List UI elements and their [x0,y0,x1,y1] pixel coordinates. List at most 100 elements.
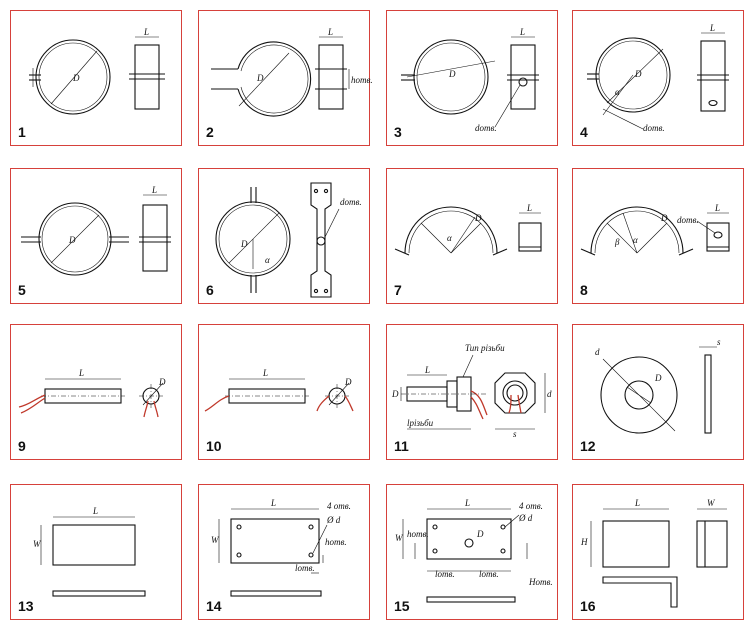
label-dh: dотв. [677,215,699,225]
label-h: hотв. [325,537,347,547]
panel-number: 7 [394,282,402,298]
label-dh: dотв. [475,123,497,133]
panel-2: D L hотв. 2 [198,10,373,146]
label-l: L [634,498,640,508]
label-H: Hотв. [528,577,553,587]
panel-number: 15 [394,598,410,614]
label-holes: 4 отв. [327,501,351,511]
label-d: D [476,529,484,539]
label-w: W [707,498,716,508]
label-s: s [513,429,517,439]
panel-number: 12 [580,438,596,454]
diagram-5: D L [21,185,171,276]
diagram-6: D α dотв. [215,182,362,298]
label-d: D [634,69,642,79]
panel-14: L W 4 отв. Ø d hотв. lотв. 14 [198,484,370,620]
diagram-12: d D s [595,337,721,434]
label-d: D [72,73,80,83]
diagram-1: D L [29,27,165,115]
label-thread: Тип різьби [465,343,505,353]
label-l: L [709,23,715,33]
label-alpha: α [265,255,270,265]
label-lh2: lотв. [479,569,499,579]
panel-number: 9 [18,438,26,454]
label-h: hотв. [351,75,373,85]
label-w: W [395,533,404,543]
diagram-4: D α L dотв. [587,23,729,133]
diagram-10: L D [204,368,354,412]
panel-7: D α L 7 [386,168,558,304]
panel-15: L W D 4 отв. Ø d hотв. lотв. lотв. Hотв.… [386,484,558,620]
panel-9: L D 9 [10,324,182,460]
label-dia: Ø d [518,513,533,523]
diagram-9: L D [18,368,166,418]
panel-8: D α β L dотв. 8 [572,168,744,304]
label-alpha: α [447,233,452,243]
diagram-16: L H W [580,498,728,608]
label-l: L [270,498,276,508]
panel-number: 10 [206,438,222,454]
label-d: D [158,377,166,387]
panel-4: D α L dотв. 4 [572,10,744,146]
panel-1: D L 1 [10,10,182,146]
label-h: H [580,537,588,547]
label-w: W [33,539,42,549]
label-lh: lотв. [295,563,315,573]
label-l: L [464,498,470,508]
label-d: D [660,213,668,223]
panel-number: 3 [394,124,402,140]
panel-6: D α dотв. 6 [198,168,370,304]
diagram-13: L W [33,506,146,597]
panel-number: 14 [206,598,222,614]
label-l: L [424,365,430,375]
panel-number: 11 [394,438,409,454]
label-l: L [143,27,149,37]
panel-16: L H W 16 [572,484,744,620]
panel-number: 5 [18,282,26,298]
label-d: D [256,73,264,83]
label-lh: lотв. [435,569,455,579]
label-l: L [519,27,525,37]
panel-3: D L dотв. 3 [386,10,558,146]
label-d: D [240,239,248,249]
label-dia: Ø d [326,515,341,525]
label-l: L [526,203,532,213]
label-d: D [344,377,352,387]
panel-12: d D s 12 [572,324,744,460]
panel-number: 1 [18,124,26,140]
panel-number: 6 [206,282,214,298]
label-dh: dотв. [643,123,665,133]
label-alpha: α [633,235,638,245]
label-l: L [714,203,720,213]
label-d: d [595,347,600,357]
label-d: D [68,235,76,245]
panel-number: 4 [580,124,588,140]
label-d-big: D [391,389,399,399]
label-lt: lрізьби [407,418,434,428]
label-w: W [211,535,220,545]
diagram-11: L D lрізьби Тип різьби s d [391,343,552,439]
label-s: s [717,337,721,347]
panel-number: 16 [580,598,596,614]
diagram-7: D α L [394,203,542,256]
diagram-2: D L hотв. [211,27,373,117]
panel-number: 13 [18,598,34,614]
label-d-big: D [654,373,662,383]
label-dh: dотв. [340,197,362,207]
label-d: D [448,69,456,79]
label-l: L [92,506,98,516]
panel-13: L W 13 [10,484,182,620]
diagram-8: D α β L dотв. [580,203,730,256]
label-beta: β [614,237,620,247]
panel-5: D L 5 [10,168,182,304]
diagram-14: L W 4 отв. Ø d hотв. lотв. [211,498,351,597]
panel-11: L D lрізьби Тип різьби s d 11 [386,324,558,460]
label-l: L [78,368,84,378]
label-l: L [327,27,333,37]
label-alpha: α [615,87,620,97]
panel-number: 2 [206,124,214,140]
label-d: D [474,213,482,223]
panel-10: L D 10 [198,324,370,460]
diagram-15: L W D 4 отв. Ø d hотв. lотв. lотв. Hотв. [395,498,553,603]
label-h: hотв. [407,529,429,539]
